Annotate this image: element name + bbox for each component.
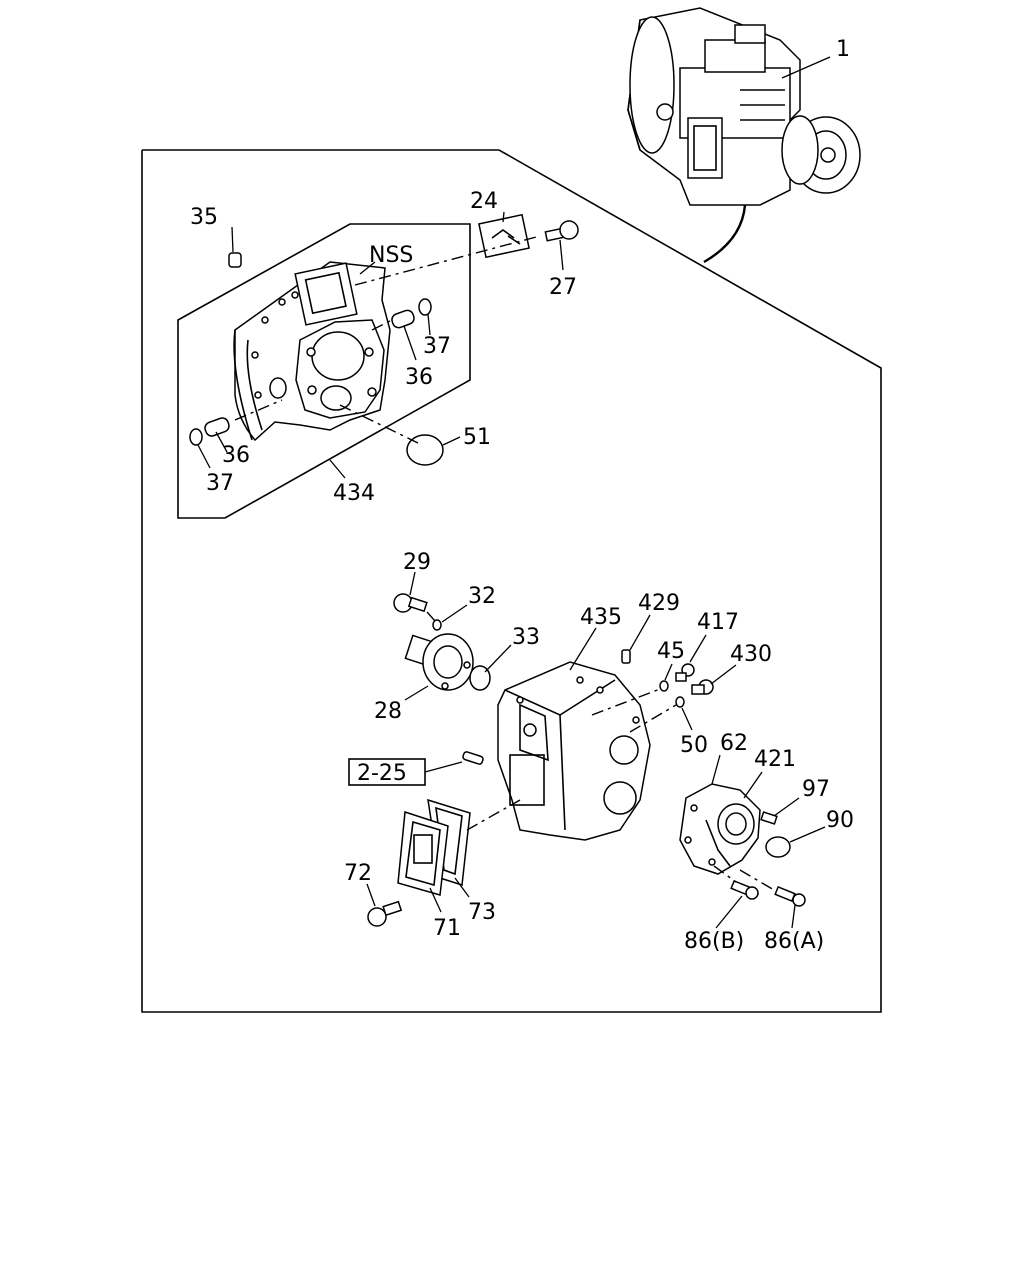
callout-29: 29	[403, 550, 431, 575]
callout-2-25: 2-25	[357, 761, 407, 786]
assembly-arrow	[703, 204, 747, 264]
part-36-pin-upper	[391, 309, 415, 329]
callout-36-lower: 36	[222, 443, 250, 468]
transmission-case	[497, 661, 651, 841]
part-86a-bolt	[774, 885, 806, 907]
callout-435: 435	[580, 605, 622, 630]
callout-24: 24	[470, 189, 498, 214]
transmission-assembly	[627, 7, 861, 206]
part-37-nut-lower	[189, 428, 203, 446]
callout-27: 27	[549, 275, 577, 300]
callout-429: 429	[638, 591, 680, 616]
part-45-washer	[659, 680, 669, 692]
part-dowel-pin	[462, 751, 484, 765]
callout-430: 430	[730, 642, 772, 667]
part-430-switch	[691, 679, 714, 695]
housing-group-frame	[177, 223, 471, 519]
callout-434: 434	[333, 481, 375, 506]
part-28-front-cover	[404, 633, 474, 691]
callout-86b: 86(B)	[684, 929, 744, 954]
part-90-seal	[765, 836, 791, 858]
callout-97: 97	[802, 777, 830, 802]
part-86b-bolt	[730, 879, 759, 900]
flywheel-housing	[233, 261, 391, 442]
part-72-bolt	[367, 900, 403, 927]
part-35-nut	[228, 252, 242, 268]
part-32-o-ring	[432, 619, 442, 631]
callout-37-lower: 37	[206, 471, 234, 496]
callout-33: 33	[512, 625, 540, 650]
part-50-washer	[675, 696, 685, 708]
callout-45: 45	[657, 639, 685, 664]
part-429-plug	[621, 649, 631, 664]
callout-62: 62	[720, 731, 748, 756]
callout-72: 72	[344, 861, 372, 886]
callout-1: 1	[836, 37, 850, 62]
part-37-nut-upper	[418, 298, 432, 316]
part-36-pin-lower	[204, 417, 230, 437]
callout-86a: 86(A)	[764, 929, 824, 954]
callout-51: 51	[463, 425, 491, 450]
main-frame	[141, 149, 882, 1013]
part-97-bolt	[760, 811, 778, 825]
callout-50: 50	[680, 733, 708, 758]
callout-417: 417	[697, 610, 739, 635]
part-62-421-rear-cover	[679, 783, 761, 875]
part-71-cover	[397, 810, 449, 896]
callout-37-upper: 37	[423, 334, 451, 359]
callout-71: 71	[433, 916, 461, 941]
part-417-switch	[675, 663, 695, 682]
callout-28: 28	[374, 699, 402, 724]
callout-32: 32	[468, 584, 496, 609]
callout-35: 35	[190, 205, 218, 230]
callout-nss: NSS	[369, 243, 413, 268]
callout-90: 90	[826, 808, 854, 833]
part-27-bolt	[544, 220, 579, 242]
callout-73: 73	[468, 900, 496, 925]
callout-36-upper: 36	[405, 365, 433, 390]
callout-421: 421	[754, 747, 796, 772]
part-24-plate	[478, 213, 530, 259]
part-29-bolt	[393, 593, 428, 613]
